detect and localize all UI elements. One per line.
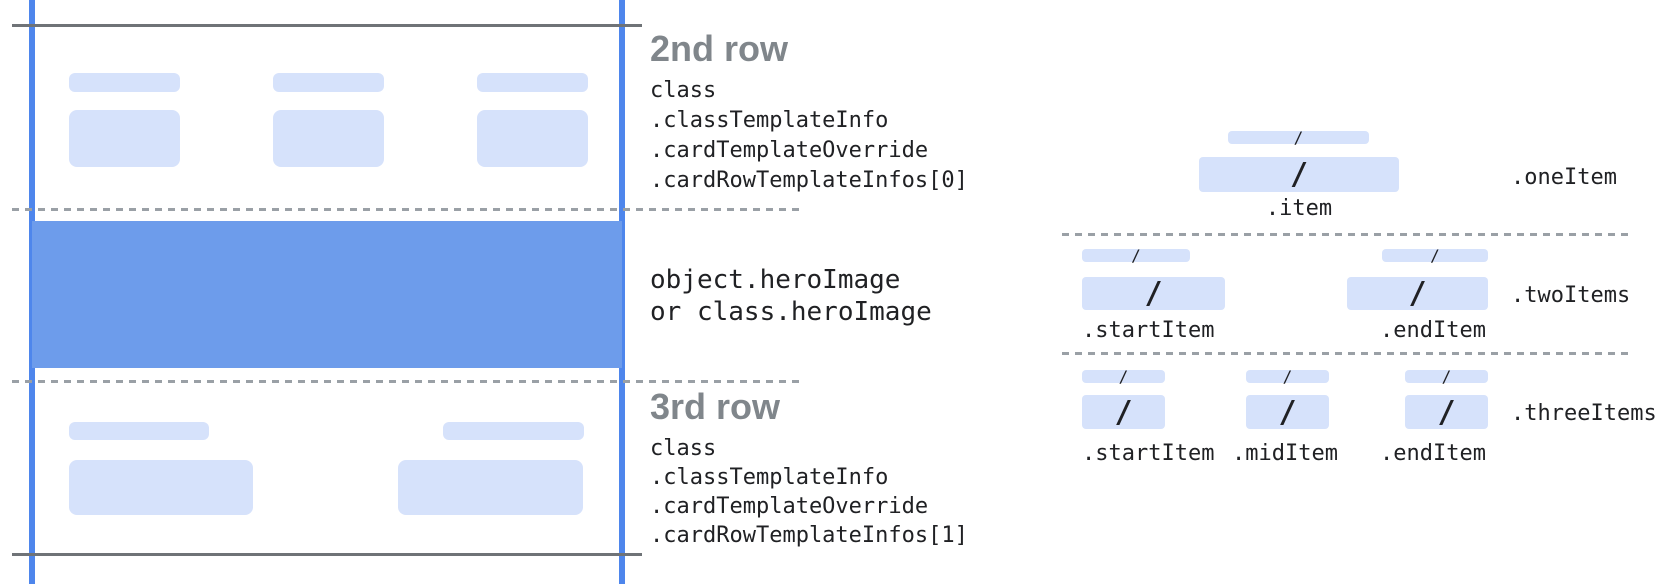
row2-col3-label-placeholder — [477, 73, 588, 92]
three-items-mid-value-bar: / — [1246, 395, 1329, 429]
two-three-divider-dashed-line — [1062, 352, 1630, 355]
text-placeholder-slash: / — [1408, 276, 1427, 311]
card-top-boundary-line — [12, 24, 642, 27]
two-items-end-value-bar: / — [1347, 277, 1488, 310]
text-placeholder-slash: / — [1278, 394, 1297, 430]
two-items-layout-name: .twoItems — [1511, 283, 1631, 308]
three-items-layout-name: .threeItems — [1511, 401, 1657, 426]
three-items-start-label-bar: / — [1082, 367, 1165, 386]
row2-code-line-4: .cardRowTemplateInfos[0] — [650, 168, 968, 193]
hero-row3-divider-dashed-line — [12, 380, 800, 383]
row2-col3-value-placeholder — [477, 110, 588, 167]
two-items-end-label-bar: / — [1382, 246, 1488, 265]
one-item-value-bar: / — [1199, 157, 1399, 192]
hero-code-line-1: object.heroImage — [650, 265, 901, 295]
two-items-end-item-label: .endItem — [1380, 318, 1486, 343]
three-items-end-value-bar: / — [1405, 395, 1488, 429]
one-two-divider-dashed-line — [1062, 233, 1630, 236]
text-placeholder-slash: / — [1430, 246, 1440, 265]
row3-start-value-placeholder — [69, 460, 253, 515]
text-placeholder-slash: / — [1282, 367, 1293, 386]
row3-end-value-placeholder — [398, 460, 583, 515]
row2-col1-label-placeholder — [69, 73, 180, 92]
three-items-end-label-bar: / — [1405, 367, 1488, 386]
card-right-edge-guide-line — [619, 0, 625, 584]
row2-hero-divider-dashed-line — [12, 208, 800, 211]
text-placeholder-slash: / — [1437, 394, 1456, 430]
one-item-item-label: .item — [1265, 196, 1333, 221]
three-items-mid-item-label: .midItem — [1232, 441, 1338, 466]
row3-code-line-4: .cardRowTemplateInfos[1] — [650, 523, 968, 548]
row2-col1-value-placeholder — [69, 110, 180, 167]
card-bottom-boundary-line — [12, 553, 642, 556]
row2-code-line-3: .cardTemplateOverride — [650, 138, 929, 163]
two-items-start-label-bar: / — [1082, 246, 1190, 265]
row2-heading: 2nd row — [650, 28, 789, 69]
row3-end-label-placeholder — [443, 422, 584, 440]
hero-code-line-2: or class.heroImage — [650, 297, 932, 327]
row2-code-line-2: .classTemplateInfo — [650, 108, 889, 133]
text-placeholder-slash: / — [1118, 367, 1129, 386]
three-items-start-value-bar: / — [1082, 395, 1165, 429]
row2-code-line-1: class — [650, 78, 717, 103]
row3-code-line-1: class — [650, 436, 717, 461]
text-placeholder-slash: / — [1293, 128, 1304, 147]
text-placeholder-slash: / — [1289, 157, 1309, 192]
two-items-start-value-bar: / — [1082, 277, 1225, 310]
three-items-start-item-label: .startItem — [1082, 441, 1215, 466]
one-item-label-bar: / — [1228, 128, 1369, 147]
one-item-layout-name: .oneItem — [1511, 165, 1617, 190]
hero-image-placeholder — [32, 221, 622, 368]
row3-code-line-2: .classTemplateInfo — [650, 465, 889, 490]
row2-col2-value-placeholder — [273, 110, 384, 167]
text-placeholder-slash: / — [1131, 246, 1141, 265]
row3-code-line-3: .cardTemplateOverride — [650, 494, 929, 519]
two-items-start-item-label: .startItem — [1082, 318, 1215, 343]
three-items-end-item-label: .endItem — [1380, 441, 1486, 466]
row2-col2-label-placeholder — [273, 73, 384, 92]
text-placeholder-slash: / — [1144, 276, 1163, 311]
three-items-mid-label-bar: / — [1246, 367, 1329, 386]
row3-heading: 3rd row — [650, 386, 781, 427]
row3-start-label-placeholder — [69, 422, 209, 440]
text-placeholder-slash: / — [1441, 367, 1452, 386]
text-placeholder-slash: / — [1114, 394, 1133, 430]
